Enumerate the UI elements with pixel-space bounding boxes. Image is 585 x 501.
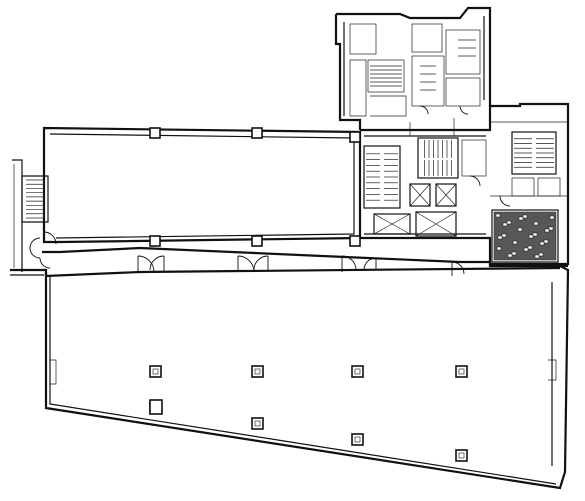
north-annex [334,6,492,130]
column [251,365,264,378]
column [351,433,364,446]
corridor-doors [137,255,465,276]
corridor [10,246,568,278]
column [351,365,364,378]
upper-hall [29,126,362,269]
service-core [360,102,570,266]
column [149,365,162,378]
column [455,449,468,462]
main-floor [44,265,570,490]
east-hatched-room [491,209,559,263]
column [149,399,163,415]
column [251,417,264,430]
column-grid [149,365,468,462]
west-stair [12,159,49,272]
column [455,365,468,378]
